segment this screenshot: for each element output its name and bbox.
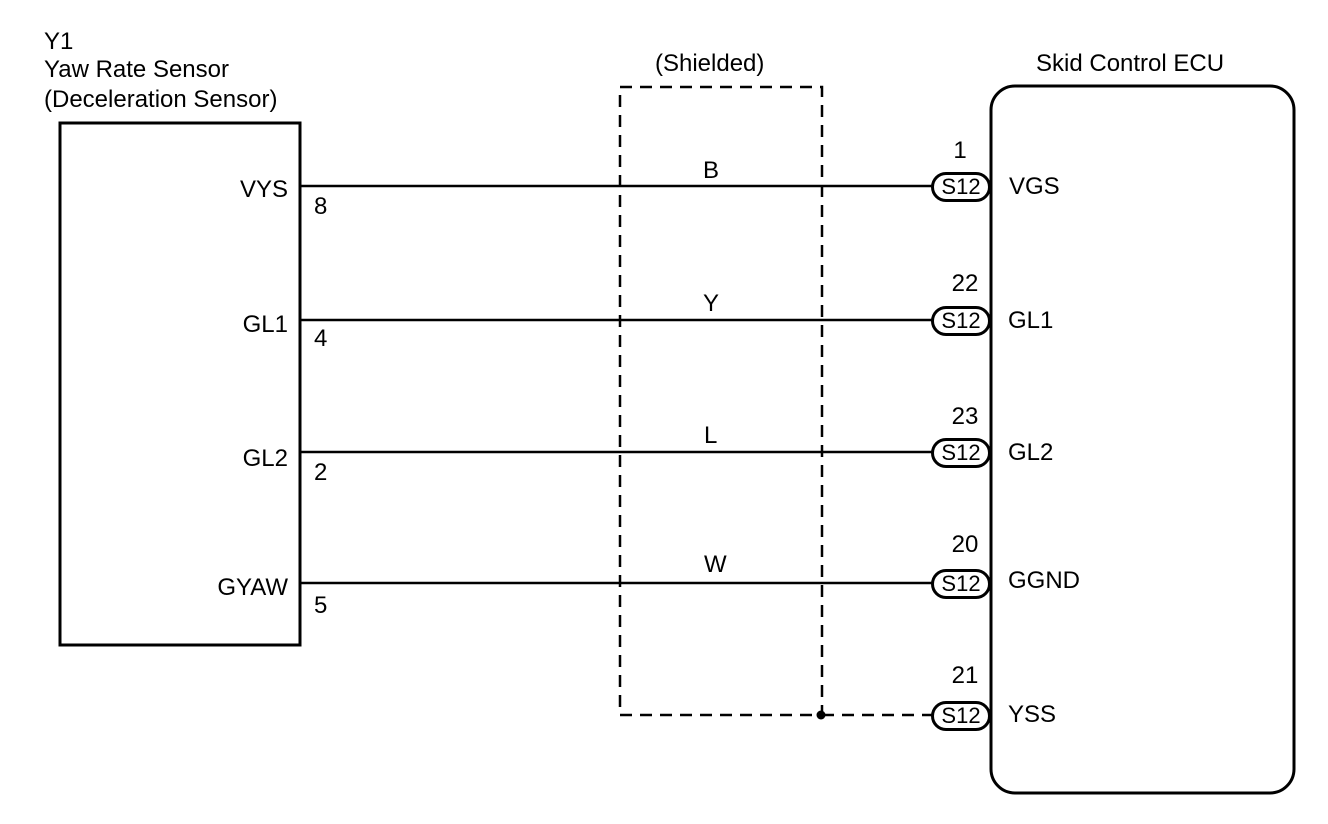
connector-s12-ggnd: S12 bbox=[931, 569, 991, 599]
sensor-code: Y1 bbox=[44, 28, 74, 55]
connector-s12-yss: S12 bbox=[931, 701, 991, 731]
connector-s12-gl1: S12 bbox=[931, 306, 991, 336]
sensor-pin-gl2: 2 bbox=[314, 459, 328, 486]
shield-label: (Shielded) bbox=[655, 50, 765, 77]
ecu-pin-ggnd: 20 bbox=[951, 531, 979, 558]
ecu-pin-gl1: 22 bbox=[951, 270, 979, 297]
ecu-terminal-gl2: GL2 bbox=[1008, 439, 1054, 466]
ecu-pin-gl2: 23 bbox=[951, 403, 979, 430]
ecu-pin-yss: 21 bbox=[951, 662, 979, 689]
ecu-box bbox=[989, 84, 1296, 795]
shield-junction-dot bbox=[816, 710, 826, 720]
sensor-terminal-vys: VYS bbox=[239, 176, 288, 203]
sensor-pin-gl1: 4 bbox=[314, 325, 328, 352]
sensor-subname: (Deceleration Sensor) bbox=[44, 86, 278, 113]
wire-color-gl1: Y bbox=[703, 290, 720, 317]
wire-color-gl2: L bbox=[704, 422, 718, 449]
ecu-terminal-gl1: GL1 bbox=[1008, 307, 1054, 334]
ecu-terminal-yss: YSS bbox=[1008, 701, 1057, 728]
sensor-terminal-gl2: GL2 bbox=[242, 445, 288, 472]
ecu-pin-vgs: 1 bbox=[953, 137, 967, 164]
sensor-box bbox=[58, 121, 302, 647]
wire-color-gyaw: W bbox=[704, 551, 727, 578]
sensor-terminal-gyaw: GYAW bbox=[217, 574, 288, 601]
sensor-pin-vys: 8 bbox=[314, 193, 328, 220]
ecu-terminal-vgs: VGS bbox=[1009, 173, 1060, 200]
ecu-terminal-ggnd: GGND bbox=[1008, 567, 1080, 594]
connector-s12-vgs: S12 bbox=[931, 172, 991, 202]
sensor-pin-gyaw: 5 bbox=[314, 592, 328, 619]
ecu-title: Skid Control ECU bbox=[1036, 50, 1225, 77]
sensor-name: Yaw Rate Sensor bbox=[44, 56, 229, 83]
sensor-terminal-gl1: GL1 bbox=[242, 311, 288, 338]
wire-color-vys: B bbox=[703, 157, 720, 184]
shield-box bbox=[618, 85, 824, 717]
connector-s12-gl2: S12 bbox=[931, 438, 991, 468]
